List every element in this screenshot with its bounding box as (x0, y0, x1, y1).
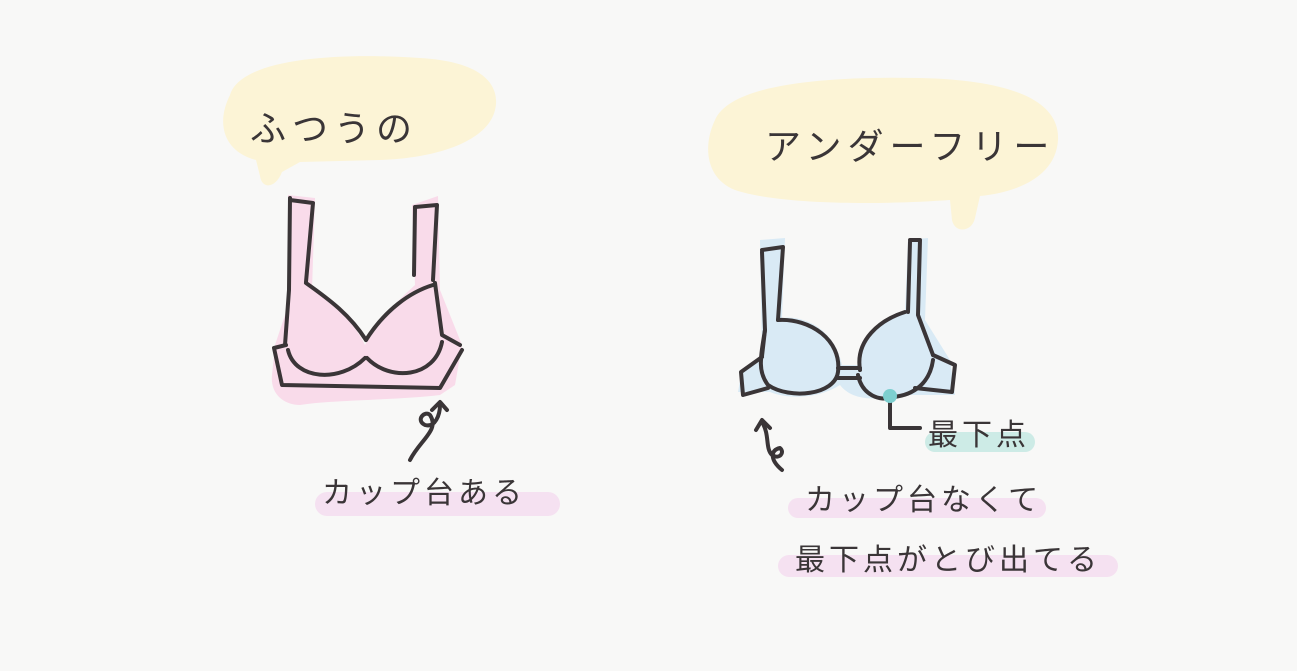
left-annotation: カップ台ある (322, 476, 526, 511)
left-annotation-highlight (315, 492, 560, 516)
right-annotation-highlight-1 (788, 498, 1046, 518)
right-annotation-line1: カップ台なくて (805, 483, 1043, 518)
right-annotation-highlight-2 (778, 555, 1118, 577)
right-speech-bubble (708, 77, 1059, 230)
left-bubble-text: ふつうの (250, 109, 419, 150)
right-annotation-line2: 最下点がとび出てる (795, 543, 1101, 578)
lowest-point-label: 最下点 (928, 418, 1030, 453)
lowest-point-marker (883, 389, 897, 403)
blue-fill (738, 238, 955, 399)
point-label-highlight (925, 432, 1035, 452)
left-speech-bubble (223, 56, 497, 186)
right-bubble-text: アンダーフリー (765, 127, 1056, 168)
